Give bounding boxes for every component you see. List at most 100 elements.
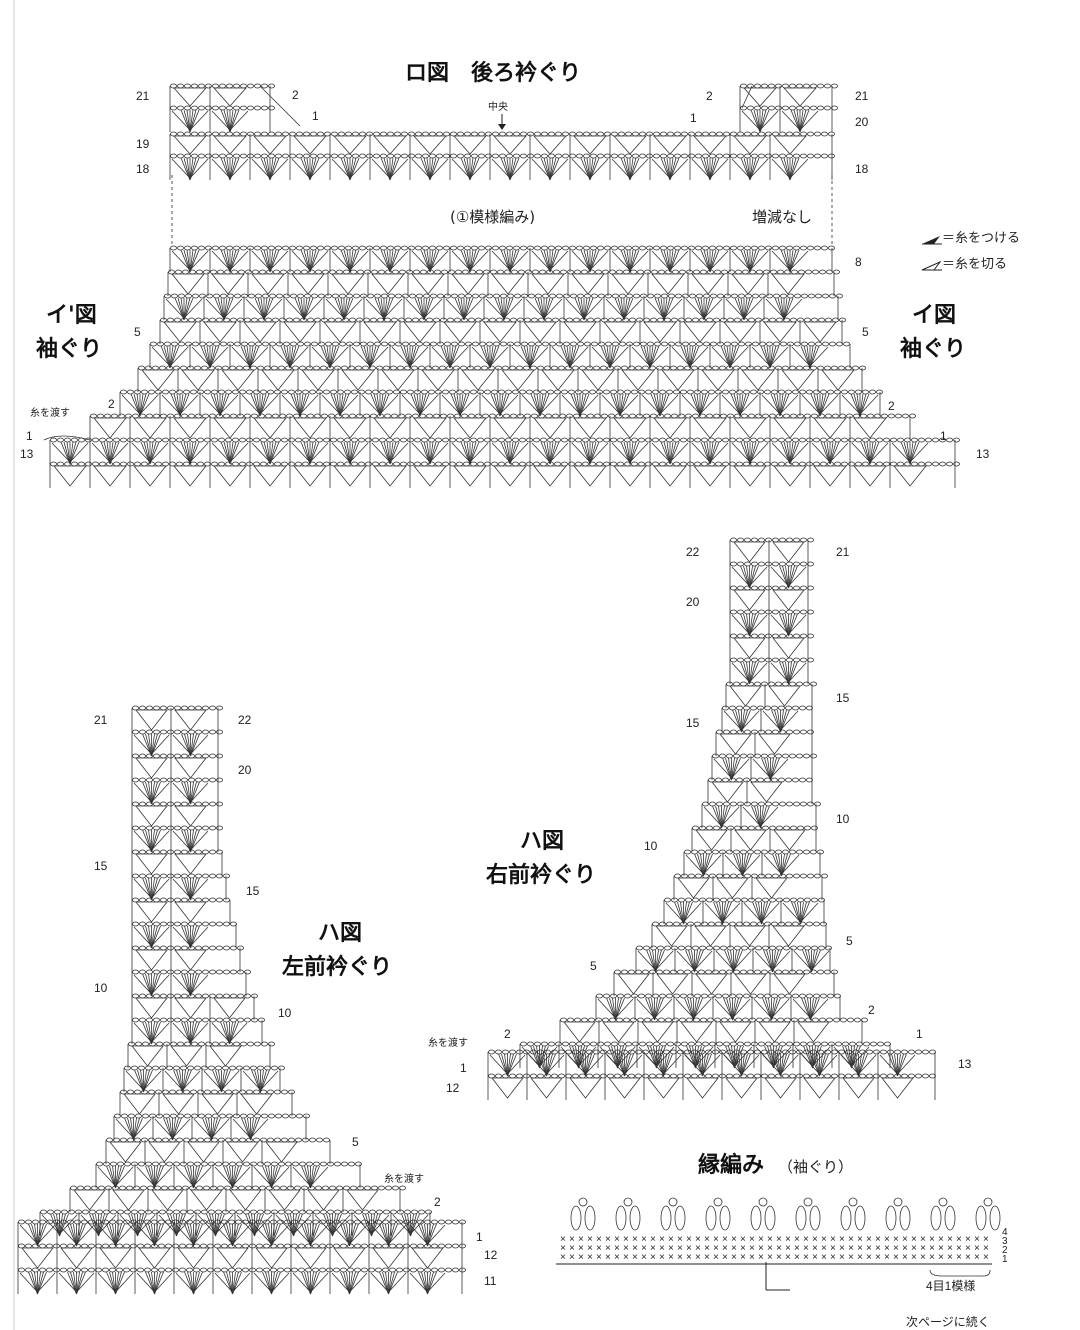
chain-stitch: [791, 1017, 798, 1023]
chain-stitch: [259, 1185, 266, 1191]
chain-stitch: [229, 1065, 236, 1071]
fan-stitch: [73, 1223, 77, 1247]
fan-stitch: [563, 345, 571, 369]
chain-stitch: [171, 293, 178, 299]
chain-stitch: [211, 437, 218, 443]
chain-stitch: [733, 969, 740, 975]
chain-stitch: [506, 131, 513, 137]
chain-stitch: [524, 413, 531, 419]
chain-stitch: [211, 1089, 218, 1095]
chain-stitch: [807, 873, 814, 879]
chain-stitch: [297, 293, 304, 299]
v-stitch: [491, 158, 529, 179]
chain-stitch: [810, 365, 817, 371]
chain-stitch: [624, 389, 631, 395]
chain-stitch: [167, 705, 174, 711]
chain-stitch: [305, 1267, 312, 1273]
fan-stitch: [669, 249, 674, 273]
chain-stitch: [807, 537, 814, 543]
chain-stitch: [476, 269, 483, 275]
chain-stitch: [294, 269, 301, 275]
chain-stitch: [395, 293, 402, 299]
fan-stitch: [149, 441, 154, 465]
chain-stitch: [600, 1049, 607, 1055]
fan-stitch: [429, 157, 437, 181]
v-stitch: [461, 369, 495, 391]
chain-stitch: [176, 389, 183, 395]
fan-stitch: [589, 249, 597, 273]
chain-stitch: [376, 1209, 383, 1215]
fan-stitch: [306, 441, 311, 465]
chain-stitch: [565, 365, 572, 371]
chain-stitch: [716, 801, 723, 807]
chain-stitch: [295, 461, 302, 467]
chain-stitch: [145, 1065, 152, 1071]
chain-stitch: [450, 153, 457, 159]
chain-stitch: [567, 269, 574, 275]
chain-stitch: [458, 293, 465, 299]
chain-stitch: [71, 461, 78, 467]
chain-stitch: [366, 245, 373, 251]
chain-stitch: [201, 1209, 208, 1215]
chain-stitch: [811, 897, 818, 903]
fan-stitch: [577, 297, 585, 321]
chain-stitch: [751, 873, 758, 879]
chain-stitch: [132, 753, 139, 759]
chain-stitch: [365, 461, 372, 467]
chain-stitch: [798, 1017, 805, 1023]
fan-stitch: [349, 249, 354, 273]
chain-stitch: [614, 1073, 621, 1079]
fan-stitch: [226, 1021, 230, 1045]
chain-stitch: [180, 365, 187, 371]
fan-stitch: [221, 1069, 225, 1093]
chain-stitch: [132, 825, 139, 831]
fan-stitch: [419, 393, 427, 417]
chain-stitch: [132, 413, 139, 419]
chain-stitch: [617, 389, 624, 395]
fan-stitch: [176, 393, 181, 417]
fan-stitch: [819, 1053, 823, 1077]
fan-stitch: [620, 297, 625, 321]
chain-stitch: [672, 1017, 679, 1023]
chain-stitch: [793, 1041, 800, 1047]
chain-stitch: [181, 729, 188, 735]
chain-stitch: [796, 681, 803, 687]
fan-stitch: [187, 733, 191, 757]
chain-stitch: [925, 461, 932, 467]
chain-stitch: [250, 1209, 257, 1215]
chain-stitch: [738, 293, 745, 299]
fan-stitch: [190, 973, 194, 997]
chain-stitch: [366, 131, 373, 137]
fan-stitch: [349, 1223, 353, 1247]
fan-stitch: [369, 345, 377, 369]
chain-stitch: [516, 365, 523, 371]
fan-stitch: [786, 157, 791, 181]
chain-stitch: [484, 437, 491, 443]
chain-stitch: [701, 461, 708, 467]
chain-stitch: [209, 1017, 216, 1023]
chain-stitch: [296, 245, 303, 251]
chain-stitch: [183, 461, 190, 467]
row-number: 2: [888, 399, 895, 413]
chain-stitch: [464, 245, 471, 251]
chain-stitch: [713, 825, 720, 831]
chain-stitch: [775, 105, 782, 111]
chain-stitch: [621, 365, 628, 371]
chain-stitch: [722, 993, 729, 999]
chain-stitch: [842, 1041, 849, 1047]
v-stitch: [213, 465, 247, 487]
fan-stitch: [855, 1053, 859, 1077]
chain-stitch: [174, 921, 181, 927]
chain-stitch: [346, 341, 353, 347]
chain-stitch: [639, 245, 646, 251]
fan-stitch: [796, 109, 801, 133]
chain-stitch: [901, 1073, 908, 1079]
chain-stitch: [477, 389, 484, 395]
v-stitch: [213, 135, 247, 155]
chain-stitch: [803, 365, 810, 371]
chain-stitch: [234, 341, 241, 347]
fan-stitch: [469, 249, 477, 273]
chain-stitch: [765, 153, 772, 159]
fan-stitch: [139, 393, 144, 417]
chain-stitch: [849, 1041, 856, 1047]
